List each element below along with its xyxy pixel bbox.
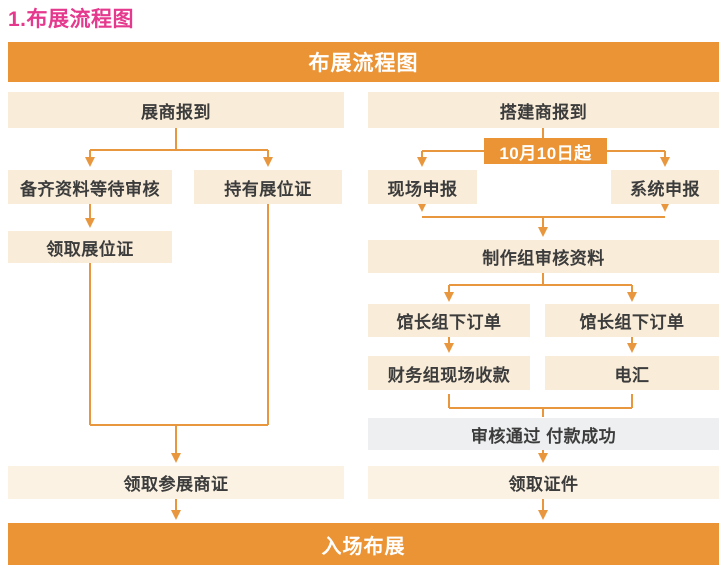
node-get-certificate: 领取证件	[368, 466, 719, 499]
node-approved-paid: 审核通过 付款成功	[368, 418, 719, 450]
node-onsite-declare: 现场申报	[368, 170, 477, 204]
node-get-booth-badge: 领取展位证	[8, 231, 172, 263]
node-date-badge: 10月10日起	[484, 138, 607, 164]
node-builder-checkin: 搭建商报到	[368, 92, 719, 128]
node-get-exhibitor-badge: 领取参展商证	[8, 466, 344, 499]
node-review-docs: 制作组审核资料	[368, 240, 719, 273]
connector-line	[448, 394, 633, 417]
enter-venue-bar: 入场布展	[8, 523, 719, 565]
node-exhibitor-checkin: 展商报到	[8, 92, 344, 128]
node-order-right: 馆长组下订单	[545, 304, 719, 337]
node-has-booth-badge: 持有展位证	[194, 170, 342, 204]
node-order-left: 馆长组下订单	[368, 304, 530, 337]
node-wire-transfer: 电汇	[545, 356, 719, 390]
flowchart-title-bar: 布展流程图	[8, 42, 719, 82]
connector-line	[90, 128, 268, 151]
page-title: 1.布展流程图	[8, 8, 135, 31]
node-system-declare: 系统申报	[611, 170, 719, 204]
connector-line	[449, 273, 632, 286]
node-onsite-payment: 财务组现场收款	[368, 356, 530, 390]
node-prepare-docs: 备齐资料等待审核	[8, 170, 172, 204]
